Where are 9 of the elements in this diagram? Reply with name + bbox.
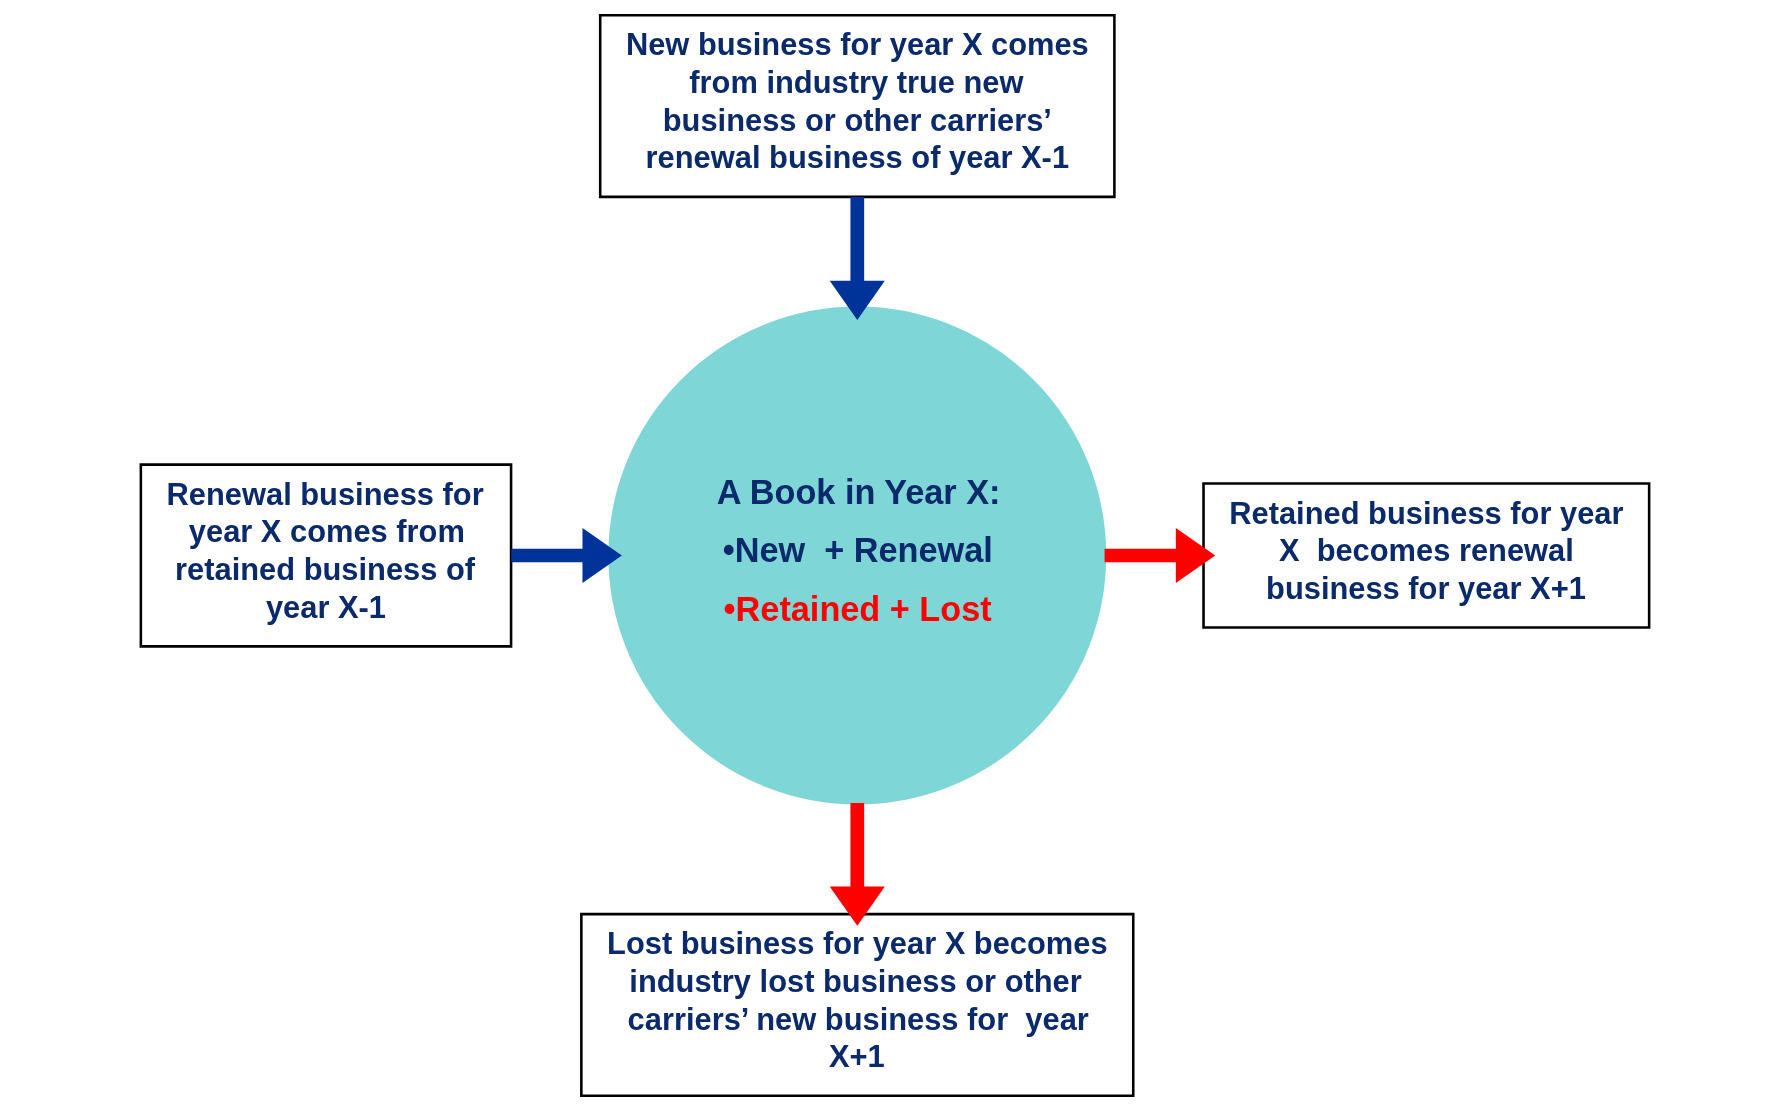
arrow — [829, 196, 885, 320]
node-circle: A Book in Year X: •New + Renewal •Retained + Lost — [608, 306, 1107, 805]
arrow — [829, 803, 885, 926]
node-box: Renewal business for year X comes from retained business of year X-1 — [139, 463, 513, 648]
arrow — [1104, 527, 1216, 584]
node-box: Retained business for year X becomes renewal business for year X+1 — [1202, 482, 1651, 629]
node-box: New business for year X comes from industry true new business or other carriers’ renewal business of year X-1 — [598, 13, 1116, 199]
node-box: Lost business for year X becomes industry lost business or other carriers’ new business for year X+1 — [580, 912, 1135, 1098]
arrow — [511, 527, 622, 584]
